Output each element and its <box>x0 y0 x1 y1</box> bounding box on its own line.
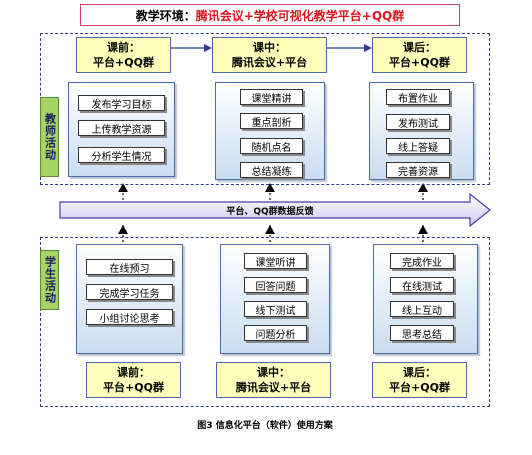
student-stage-post: 课后： 平台+QQ群 <box>372 362 467 398</box>
student-stage-in: 课中： 腾讯会议+平台 <box>216 362 331 398</box>
teacher-stage-pre: 课前： 平台+QQ群 <box>76 37 171 73</box>
stage-line2: 平台+QQ群 <box>389 381 450 394</box>
connector-arrowhead <box>265 225 275 234</box>
stage-line1: 课中： <box>257 366 290 379</box>
connector-arrowhead <box>265 183 275 192</box>
stage-line2: 平台+QQ群 <box>103 381 164 394</box>
stage-line1: 课后： <box>403 366 436 379</box>
student-item: 回答问题 <box>244 277 307 293</box>
feedback-label: 平台、QQ群数据反馈 <box>226 207 314 217</box>
student-item: 问题分析 <box>244 325 307 341</box>
stage-line2: 平台+QQ群 <box>93 56 154 69</box>
teacher-stage-post: 课后： 平台+QQ群 <box>372 37 467 73</box>
feedback-arrow <box>59 192 491 228</box>
connector-arrowhead <box>118 183 128 192</box>
student-region <box>40 237 490 407</box>
stage-line2: 腾讯会议+平台 <box>235 381 312 394</box>
teacher-role-label: 教师活动 <box>40 97 59 177</box>
stage-line1: 课中： <box>253 41 286 54</box>
connector-arrowhead <box>418 183 428 192</box>
stage-line1: 课后： <box>403 41 436 54</box>
teacher-item: 课堂精讲 <box>240 89 303 105</box>
student-item: 完成学习任务 <box>86 284 173 300</box>
student-role-text: 学生活动 <box>43 256 57 304</box>
stage-line1: 课前： <box>117 366 150 379</box>
teacher-item: 布置作业 <box>386 89 450 105</box>
student-item: 在线预习 <box>86 259 173 275</box>
teacher-item: 分析学生情况 <box>78 147 165 163</box>
teacher-role-text: 教师活动 <box>43 113 57 161</box>
teacher-item: 线上答疑 <box>386 138 450 154</box>
connector-arrowhead <box>418 225 428 234</box>
stage-line1: 课前： <box>107 41 140 54</box>
teacher-item: 随机点名 <box>240 138 303 154</box>
student-item: 线下测试 <box>244 301 307 317</box>
teacher-item: 上传教学资源 <box>78 120 165 136</box>
student-item: 课堂听讲 <box>244 253 307 269</box>
figure-caption: 图3 信息化平台（软件）使用方案 <box>197 421 333 431</box>
connector-arrowhead <box>118 225 128 234</box>
student-role-label: 学生活动 <box>40 250 59 310</box>
teacher-item: 总结凝练 <box>240 162 303 178</box>
environment-title: 教学环境： 腾讯会议+学校可视化教学平台+QQ群 <box>80 4 460 26</box>
teacher-item: 完善资源 <box>386 162 450 178</box>
student-item: 在线测试 <box>390 277 454 293</box>
student-item: 线上互动 <box>390 301 454 317</box>
student-item: 小组讨论思考 <box>86 309 173 325</box>
teacher-item: 发布测试 <box>386 114 450 130</box>
stage-line2: 腾讯会议+平台 <box>231 56 308 69</box>
stage-line2: 平台+QQ群 <box>389 56 450 69</box>
environment-value: 腾讯会议+学校可视化教学平台+QQ群 <box>195 8 405 23</box>
student-item: 思考总结 <box>390 325 454 341</box>
student-item: 完成作业 <box>390 253 454 269</box>
teacher-item: 重点剖析 <box>240 113 303 129</box>
environment-label: 教学环境： <box>135 8 196 23</box>
student-stage-pre: 课前： 平台+QQ群 <box>86 362 181 398</box>
teacher-stage-in: 课中： 腾讯会议+平台 <box>212 37 327 73</box>
teacher-item: 发布学习目标 <box>78 95 165 111</box>
